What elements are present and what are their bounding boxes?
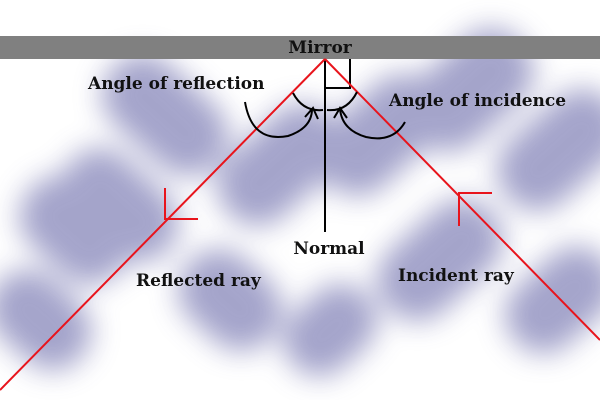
incidence-angle-pointer-arc <box>339 108 406 140</box>
reflection-angle-pointer-arrow <box>304 106 319 120</box>
incident-ray-label: Incident ray <box>398 266 515 286</box>
background-blob <box>0 28 600 377</box>
angle-of-incidence-label: Angle of incidence <box>388 91 566 111</box>
reflection-angle-pointer-arc <box>244 101 313 138</box>
incident-ray-arrowhead <box>458 192 492 226</box>
reflected-ray-label: Reflected ray <box>136 271 262 291</box>
incidence-angle-arc-inner <box>326 91 358 112</box>
mirror-label: Mirror <box>288 38 353 58</box>
reflected-ray-arrowhead <box>164 188 198 220</box>
angle-of-reflection-label: Angle of reflection <box>87 74 265 94</box>
normal-label: Normal <box>293 239 365 259</box>
right-angle-marker <box>325 59 351 89</box>
mirror-surface <box>0 36 600 59</box>
incident-ray <box>324 58 600 341</box>
reflection-angle-arc-inner <box>292 92 324 112</box>
background-pattern <box>0 28 600 377</box>
reflected-ray <box>0 58 326 391</box>
incidence-angle-pointer-arrow <box>333 106 348 119</box>
